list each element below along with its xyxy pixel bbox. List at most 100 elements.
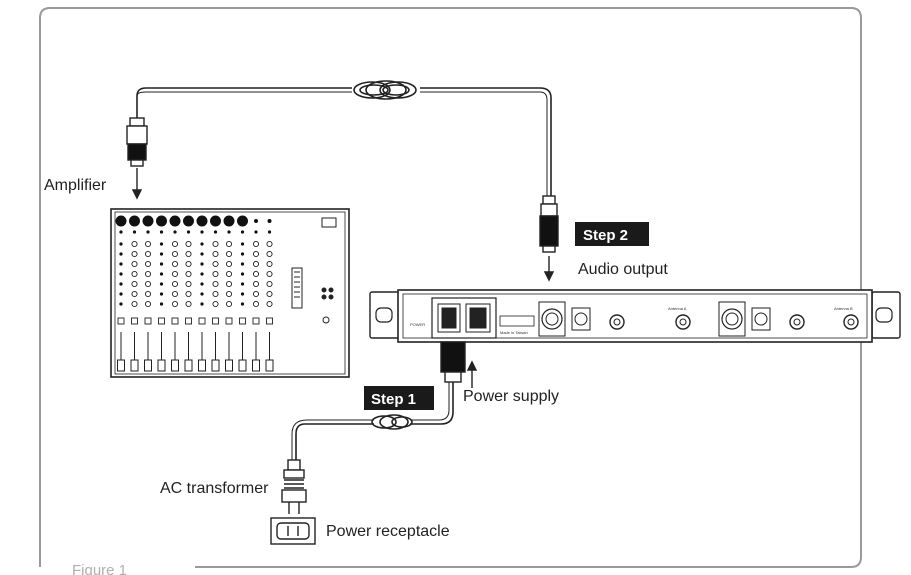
mixer-channel-button xyxy=(131,317,138,325)
mixer-knob xyxy=(131,260,138,268)
mixer-fader-cap xyxy=(130,359,139,372)
mixer-knob xyxy=(185,250,192,258)
mixer-fader-cap xyxy=(211,359,220,372)
iec-plug-icon xyxy=(440,341,466,383)
mixer-gain-knob xyxy=(210,215,221,227)
mixer-dot xyxy=(159,252,164,256)
mixer-knob xyxy=(266,260,273,268)
mixer-gain-knob xyxy=(237,215,248,227)
mixer-dot xyxy=(159,242,164,246)
mixer-gain-knob xyxy=(169,215,181,227)
mixer-knob xyxy=(212,300,219,308)
mixer-channel-button xyxy=(266,317,273,325)
mixer-knob xyxy=(144,240,152,248)
mixer-knob xyxy=(131,290,138,298)
mixer-dot xyxy=(119,302,123,306)
mixer-knob xyxy=(266,240,273,248)
mixer-fader-cap xyxy=(144,359,152,372)
figure-frame xyxy=(39,7,862,568)
mixer-dot xyxy=(240,242,245,246)
mixer-dot xyxy=(132,230,137,234)
xlr-plug-icon xyxy=(539,195,559,253)
power-panel-label: POWER xyxy=(410,322,425,327)
mixer-gain-knob xyxy=(223,215,235,227)
mixer-channel-button xyxy=(144,317,152,325)
mixer-knob xyxy=(266,300,273,308)
mixer-fader-cap xyxy=(265,359,274,372)
mixer-dot xyxy=(119,252,123,256)
mixer-knob xyxy=(252,280,260,288)
mixer-knob xyxy=(225,260,233,268)
arrow-up-icon xyxy=(466,360,478,388)
mixer-knob xyxy=(252,290,260,298)
mixer-knob xyxy=(144,260,152,268)
amplifier-mixer xyxy=(110,208,350,378)
mixer-dot xyxy=(159,272,164,276)
mixer-fader-cap xyxy=(252,359,260,372)
mixer-channel-strips xyxy=(115,215,274,372)
mixer-dot xyxy=(119,230,123,234)
mixer-channel-button xyxy=(225,317,233,325)
power-cable xyxy=(291,382,454,460)
xlr-plug-icon xyxy=(126,117,148,167)
ac-plug-icon xyxy=(281,459,307,514)
mixer-fader-cap xyxy=(225,359,233,372)
mixer-knob xyxy=(171,280,179,288)
mixer-knob xyxy=(212,270,219,278)
mixer-dot xyxy=(240,282,245,286)
power-supply-label: Power supply xyxy=(463,388,559,405)
mixer-knob xyxy=(252,240,260,248)
mixer-knob xyxy=(252,260,260,268)
mixer-dot xyxy=(159,302,164,306)
mixer-gain-knob xyxy=(142,215,154,227)
mixer-knob xyxy=(171,260,179,268)
mixer-dot xyxy=(159,262,164,266)
mixer-knob xyxy=(171,300,179,308)
mixer-dot xyxy=(200,272,204,276)
mixer-fader-cap xyxy=(198,359,206,372)
mixer-channel-button xyxy=(239,317,246,325)
wall-outlet-icon xyxy=(270,517,316,545)
mixer-channel-button xyxy=(171,317,179,325)
mixer-knob xyxy=(131,250,138,258)
mixer-dot xyxy=(267,230,272,234)
mixer-gain-knob xyxy=(156,215,167,227)
arrow-down-icon xyxy=(543,256,555,282)
mixer-dot xyxy=(227,230,231,234)
mixer-knob xyxy=(225,280,233,288)
mixer-dot xyxy=(159,282,164,286)
mixer-dot xyxy=(213,230,218,234)
mixer-channel-button xyxy=(252,317,260,325)
mixer-dot xyxy=(240,292,245,296)
ac-transformer-label: AC transformer xyxy=(160,480,269,497)
mixer-knob xyxy=(131,240,138,248)
mixer-knob xyxy=(171,270,179,278)
figure-caption: Figure 1 xyxy=(72,562,127,575)
mixer-gain-knob xyxy=(183,215,194,227)
mixer-knob xyxy=(185,260,192,268)
mixer-knob xyxy=(266,290,273,298)
mixer-knob xyxy=(144,280,152,288)
mixer-gain-knob xyxy=(196,215,208,227)
mixer-fader-cap xyxy=(184,359,193,372)
mixer-knob xyxy=(185,300,192,308)
mixer-gain-knob xyxy=(115,215,127,227)
mixer-knob xyxy=(212,240,219,248)
antenna-b-label: Antenna B xyxy=(834,306,853,311)
mixer-dot xyxy=(240,230,245,234)
amplifier-label: Amplifier xyxy=(44,177,107,194)
mixer-fader-cap xyxy=(157,359,166,372)
step2-label: Step 2 xyxy=(583,227,628,244)
mixer-knob xyxy=(185,280,192,288)
mixer-dot xyxy=(159,230,164,234)
mixer-channel-button xyxy=(198,317,206,325)
mixer-dot xyxy=(200,302,204,306)
step1-badge xyxy=(364,386,434,410)
cable-coil xyxy=(371,414,413,430)
mixer-channel-button xyxy=(185,317,192,325)
mixer-knob xyxy=(252,250,260,258)
mixer-fader-cap xyxy=(238,359,247,372)
mixer-knob xyxy=(144,250,152,258)
mixer-dot xyxy=(254,230,258,234)
mixer-dot xyxy=(159,292,164,296)
